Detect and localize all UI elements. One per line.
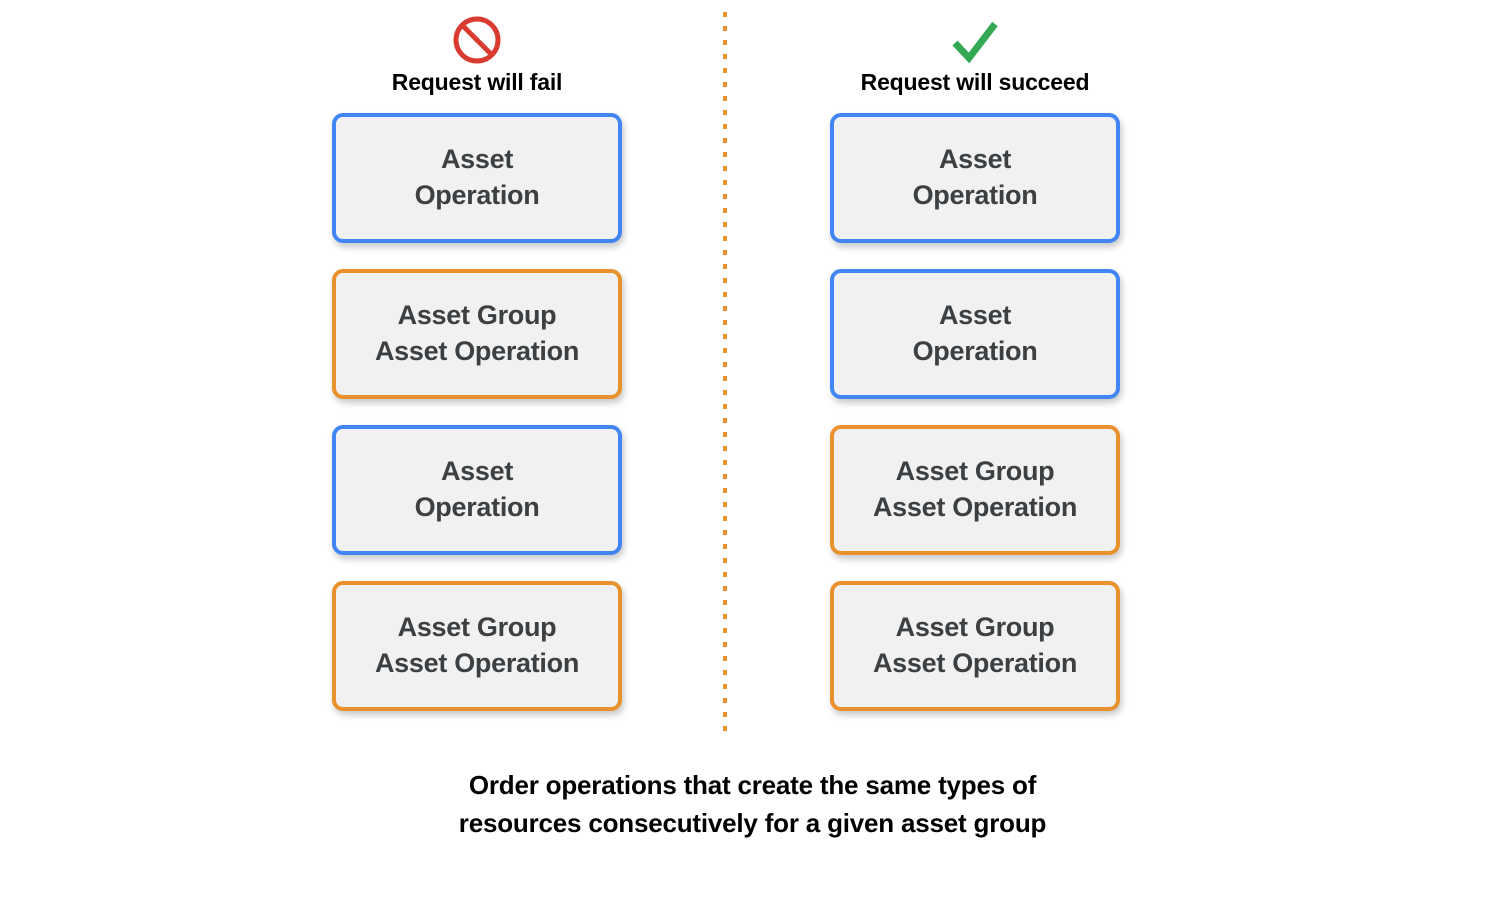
box-stack-fail: Asset Operation Asset Group Asset Operat… [332,113,622,737]
operation-box-line: Asset Operation [374,336,580,366]
operation-box-line: Asset Operation [872,492,1078,522]
operation-box-line: Asset [938,300,1012,331]
operation-box[interactable]: Asset Operation [332,113,622,243]
box-stack-succeed: Asset Operation Asset Operation Asset Gr… [830,113,1120,737]
column-header-fail: Request will fail [332,12,622,95]
operation-box-line: Asset Group [895,456,1055,487]
operation-box[interactable]: Asset Group Asset Operation [332,269,622,399]
operation-box[interactable]: Asset Group Asset Operation [830,425,1120,555]
operation-box-line: Asset Operation [374,648,580,678]
operation-box-line: Operation [912,180,1038,210]
operation-box-line: Asset Group [397,612,557,643]
operation-box-line: Asset [440,456,514,487]
operation-box-line: Asset [938,144,1012,175]
operation-box-line: Operation [414,492,540,522]
prohibition-icon [445,12,509,68]
operation-box-line: Operation [414,180,540,210]
operation-box[interactable]: Asset Group Asset Operation [830,581,1120,711]
operation-box-line: Operation [912,336,1038,366]
column-divider [723,12,727,735]
operation-box[interactable]: Asset Operation [830,113,1120,243]
operation-box-line: Asset Group [895,612,1055,643]
checkmark-icon [943,12,1007,68]
column-title-fail: Request will fail [391,69,563,95]
operation-box[interactable]: Asset Group Asset Operation [332,581,622,711]
operation-box[interactable]: Asset Operation [830,269,1120,399]
operation-box-line: Asset Group [397,300,557,331]
operation-box-line: Asset [440,144,514,175]
column-title-succeed: Request will succeed [860,69,1090,95]
operation-box-line: Asset Operation [872,648,1078,678]
diagram-caption: Order operations that create the same ty… [0,766,1505,843]
caption-line-1: Order operations that create the same ty… [468,770,1037,800]
caption-line-2: resources consecutively for a given asse… [458,808,1047,839]
operation-box[interactable]: Asset Operation [332,425,622,555]
column-header-succeed: Request will succeed [830,12,1120,95]
